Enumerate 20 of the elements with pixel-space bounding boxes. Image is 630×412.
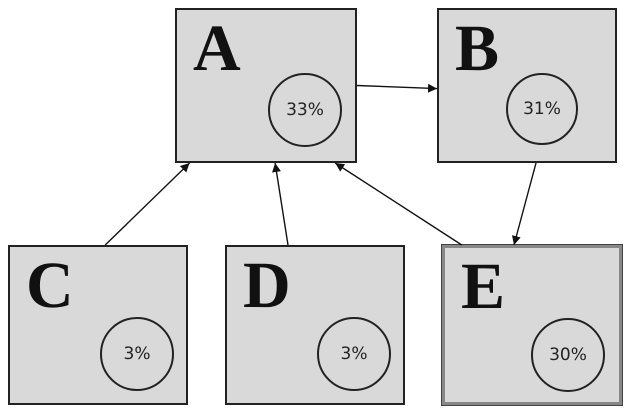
node-box	[8, 245, 188, 405]
arrow	[356, 84, 438, 93]
node-box	[175, 8, 357, 163]
node-box	[225, 245, 405, 405]
arrow	[512, 162, 537, 246]
arrow	[272, 162, 289, 246]
node-box	[437, 8, 617, 163]
arrow	[104, 162, 190, 246]
percentage-label: 3%	[124, 344, 150, 364]
arrow	[334, 162, 462, 246]
node-box	[442, 245, 622, 405]
percentage-label: 30%	[549, 345, 587, 365]
percentage-label: 31%	[523, 99, 561, 119]
percentage-label: 3%	[340, 344, 368, 364]
percentage-label: 33%	[286, 100, 324, 120]
node-label: A	[193, 16, 241, 82]
node-label: C	[26, 253, 74, 319]
node-label: E	[461, 254, 506, 320]
node-label: B	[455, 16, 500, 82]
node-label: D	[243, 253, 291, 319]
